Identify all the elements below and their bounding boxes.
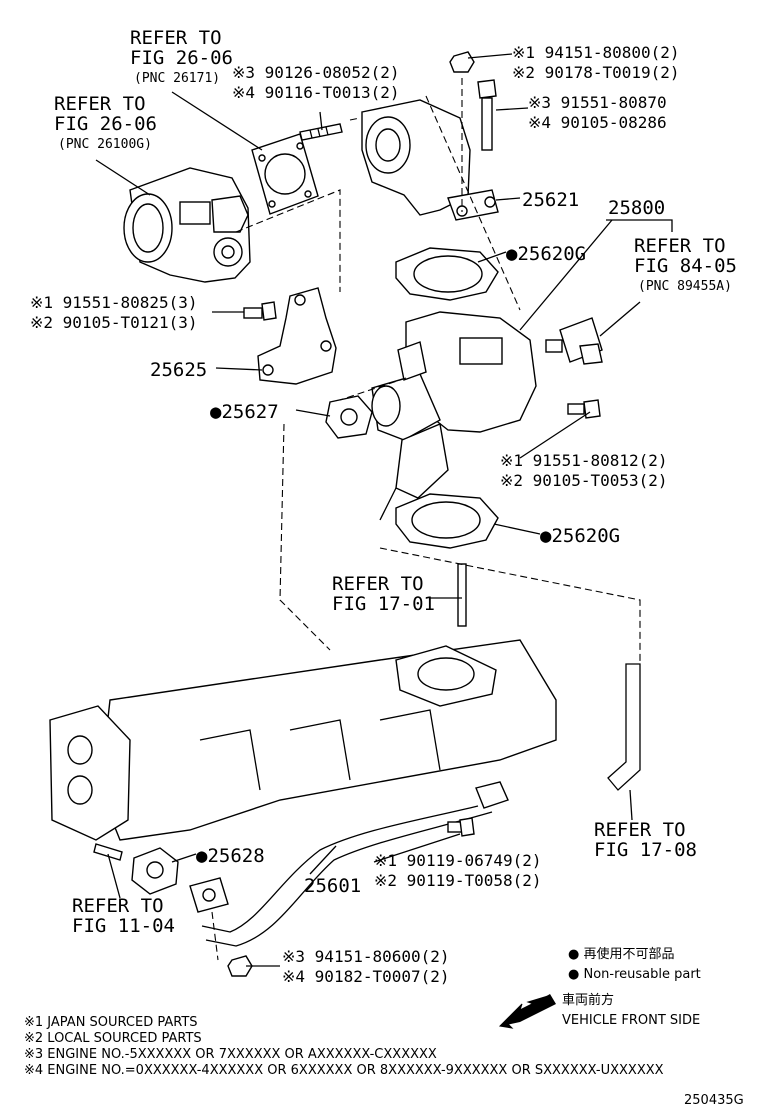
ref-stud-left-line1: REFER TO: [72, 895, 164, 917]
front-direction-arrow-icon: [498, 994, 556, 1029]
nut-top-drawing: [449, 51, 475, 73]
nut-pipe-part-1: ※3 94151-80600(2): [282, 947, 450, 966]
ref-throttle-body-line2: FIG 26-06: [54, 113, 157, 135]
ref-stud-left-line2: FIG 11-04: [72, 915, 175, 937]
ref-throttle-gasket-line1: REFER TO: [130, 27, 222, 49]
bolt-valve-part-1: ※1 91551-80812(2): [500, 451, 668, 470]
nut-top-part-1: ※1 94151-80800(2): [512, 43, 680, 62]
bolt-bracket-part-1: ※1 91551-80825(3): [30, 293, 198, 312]
footnote-4: ※4 ENGINE NO.=0XXXXXX-4XXXXXX OR 6XXXXXX…: [24, 1063, 664, 1078]
gasket-bottom-drawing: [395, 493, 499, 549]
part-25621-label: 25621: [522, 189, 579, 211]
hose-right-drawing: [607, 663, 641, 791]
part-25620g-bottom-label: ●25620G: [540, 525, 620, 547]
intake-manifold-drawing: [49, 639, 557, 841]
nut-pipe-drawing: [227, 955, 253, 977]
bracket-drawing: [257, 287, 337, 385]
egr-elbow-drawing: [361, 99, 499, 221]
part-25800-label: 25800: [608, 197, 665, 219]
bolt-bracket-drawing: [243, 301, 277, 321]
ref-vsv-line1: REFER TO: [634, 235, 726, 257]
footnote-2: ※2 LOCAL SOURCED PARTS: [24, 1031, 202, 1046]
bolt-top-drawing: [477, 79, 497, 151]
ref-throttle-gasket-pnc: (PNC 26171): [134, 71, 220, 86]
bolt-bracket-part-2: ※2 90105-T0121(3): [30, 313, 198, 332]
ref-throttle-gasket-line2: FIG 26-06: [130, 47, 233, 69]
ref-stud-center-line1: REFER TO: [332, 573, 424, 595]
part-25628-label: ●25628: [196, 845, 265, 867]
figure-id: 250435G: [684, 1093, 744, 1108]
part-25620g-top-label: ●25620G: [506, 243, 586, 265]
ref-throttle-body-pnc: (PNC 26100G): [58, 137, 152, 152]
part-25601-label: 25601: [304, 875, 361, 897]
stud-top-drawing: [299, 123, 343, 141]
legend-non-reusable-en: ● Non-reusable part: [568, 967, 701, 982]
nut-top-part-2: ※2 90178-T0019(2): [512, 63, 680, 82]
nut-pipe-part-2: ※4 90182-T0007(2): [282, 967, 450, 986]
bolt-pipe-part-1: ※1 90119-06749(2): [374, 851, 542, 870]
stud-top-part-2: ※4 90116-T0013(2): [232, 83, 400, 102]
bolt-top-part-1: ※3 91551-80870: [528, 93, 667, 112]
bolt-pipe-part-2: ※2 90119-T0058(2): [374, 871, 542, 890]
throttle-body-drawing: [123, 167, 251, 283]
footnote-1: ※1 JAPAN SOURCED PARTS: [24, 1015, 198, 1030]
ref-vsv-line2: FIG 84-05: [634, 255, 737, 277]
ref-throttle-body-line1: REFER TO: [54, 93, 146, 115]
egr-pipe-drawing: [189, 781, 509, 947]
part-25625-label: 25625: [150, 359, 207, 381]
plate-25627-drawing: [325, 395, 373, 439]
bolt-pipe-drawing: [447, 817, 475, 837]
direction-label-en: VEHICLE FRONT SIDE: [562, 1013, 700, 1028]
ref-hose-right-line2: FIG 17-08: [594, 839, 697, 861]
ref-hose-right-line1: REFER TO: [594, 819, 686, 841]
stud-top-part-1: ※3 90126-08052(2): [232, 63, 400, 82]
gasket-25628-drawing: [131, 847, 179, 895]
stud-left-drawing: [93, 843, 123, 861]
bolt-top-part-2: ※4 90105-08286: [528, 113, 667, 132]
egr-valve-drawing: [371, 311, 537, 521]
vsv-drawing: [545, 317, 603, 365]
direction-label-ja: 車両前方: [562, 992, 614, 1008]
part-25627-label: ●25627: [210, 401, 279, 423]
gasket-top-drawing: [395, 247, 499, 301]
throttle-gasket-drawing: [251, 133, 319, 215]
ref-vsv-pnc: (PNC 89455A): [638, 279, 732, 294]
bolt-valve-part-2: ※2 90105-T0053(2): [500, 471, 668, 490]
leader-lines: [95, 53, 673, 967]
dashed-alignment-lines: [211, 78, 641, 961]
ref-stud-center-line2: FIG 17-01: [332, 593, 435, 615]
stud-center-drawing: [457, 563, 467, 627]
legend-non-reusable-ja: ● 再使用不可部品: [568, 946, 674, 962]
footnote-3: ※3 ENGINE NO.-5XXXXXX OR 7XXXXXX OR AXXX…: [24, 1047, 437, 1062]
